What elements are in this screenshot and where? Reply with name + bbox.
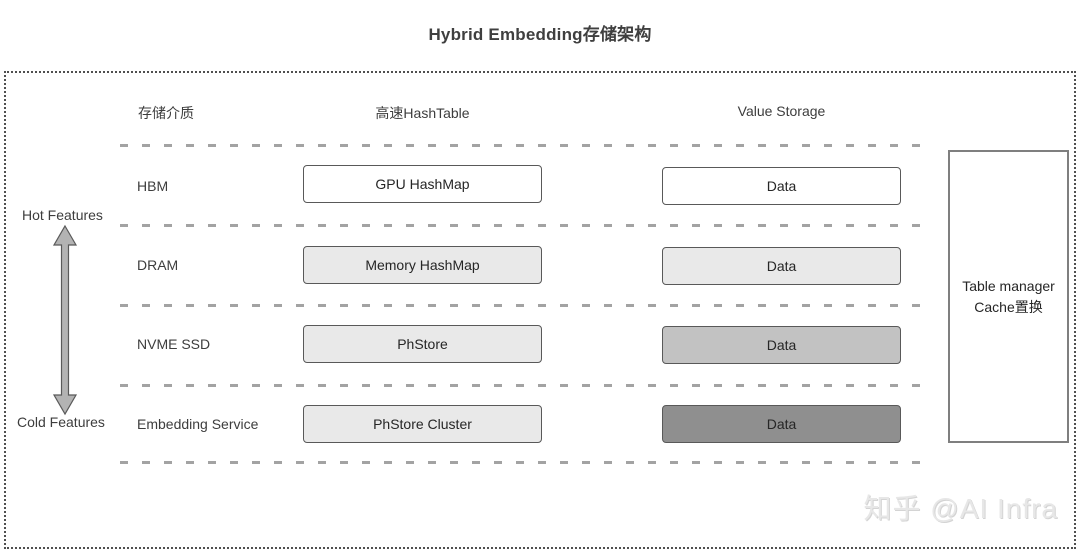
row-medium-label-nvme-ssd: NVME SSD [137, 336, 211, 352]
table-manager-box: Table manager Cache置换 [948, 150, 1069, 443]
row-separator [120, 224, 932, 227]
diagram-frame [4, 71, 1076, 549]
hot-features-label: Hot Features [22, 207, 103, 223]
row-medium-label-embedding-service: Embedding Service [137, 416, 259, 432]
watermark-text: 知乎 @AI Infra [863, 493, 1058, 524]
hashtable-box-gpu-hashmap: GPU HashMap [303, 165, 542, 203]
hashtable-box-phstore-cluster: PhStore Cluster [303, 405, 542, 443]
column-header-storage-medium: 存储介质 [138, 105, 194, 121]
row-separator [120, 384, 932, 387]
cold-features-label: Cold Features [17, 414, 105, 430]
row-separator [120, 304, 932, 307]
hashtable-box-phstore: PhStore [303, 325, 542, 363]
row-medium-label-dram: DRAM [137, 257, 179, 273]
column-header-hashtable: 高速HashTable [375, 105, 470, 121]
row-separator [120, 461, 932, 464]
value-box-embedding-data: Data [662, 405, 901, 443]
diagram-title: Hybrid Embedding存储架构 [428, 25, 652, 44]
table-manager-line1: Table manager [962, 278, 1055, 295]
value-box-nvme-data: Data [662, 326, 901, 364]
value-box-hbm-data: Data [662, 167, 901, 205]
table-manager-line2: Cache置换 [974, 298, 1043, 315]
column-header-value-storage: Value Storage [737, 103, 826, 119]
hot-cold-double-arrow-icon [52, 224, 78, 416]
row-separator [120, 144, 932, 147]
hashtable-box-memory-hashmap: Memory HashMap [303, 246, 542, 284]
value-box-dram-data: Data [662, 247, 901, 285]
row-medium-label-hbm: HBM [137, 178, 169, 194]
